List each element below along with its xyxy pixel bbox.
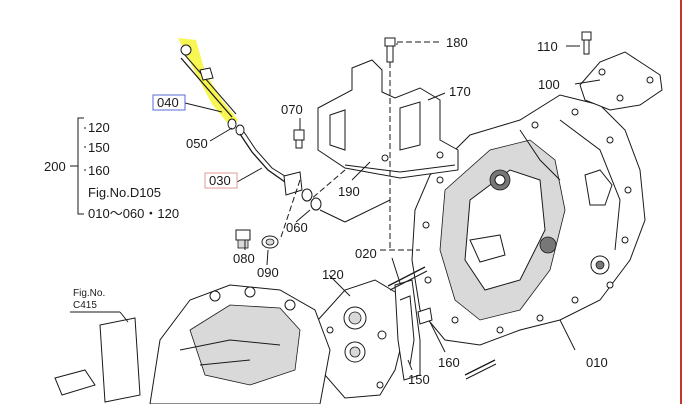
stud-bolt-160 bbox=[417, 307, 497, 380]
group-item-3: 160 bbox=[88, 163, 110, 178]
callout-020[interactable]: 020 bbox=[355, 246, 377, 261]
washers-050 bbox=[227, 118, 245, 136]
group-bracket-200 bbox=[70, 117, 86, 215]
callout-080[interactable]: 080 bbox=[233, 251, 255, 266]
callout-170[interactable]: 170 bbox=[449, 84, 471, 99]
callout-030[interactable]: 030 bbox=[209, 173, 231, 188]
highlight-box-040 bbox=[152, 94, 186, 111]
callout-110[interactable]: 110 bbox=[537, 39, 558, 54]
callout-160[interactable]: 160 bbox=[438, 355, 460, 370]
group-item-1: 120 bbox=[88, 120, 110, 135]
fig-ref-c415-line1: Fig.No. bbox=[73, 288, 105, 299]
gasket-150 bbox=[394, 279, 421, 381]
engine-block-fragment bbox=[54, 284, 331, 404]
callout-010[interactable]: 010 bbox=[586, 355, 608, 370]
group-item-2: 150 bbox=[88, 140, 110, 155]
callout-060[interactable]: 060 bbox=[286, 220, 308, 235]
bracket-170-190 bbox=[317, 59, 459, 179]
highlight-box-030 bbox=[204, 172, 238, 189]
o-rings-060 bbox=[301, 188, 322, 211]
rod-030 bbox=[239, 131, 303, 196]
flange-housing-120 bbox=[315, 279, 406, 399]
callout-190[interactable]: 190 bbox=[338, 184, 360, 199]
fig-ref-c415-line2: C415 bbox=[73, 300, 97, 311]
callout-040[interactable]: 040 bbox=[157, 95, 179, 110]
cover-plate-100 bbox=[579, 51, 663, 111]
group-id-200: 200 bbox=[44, 159, 66, 174]
fig-ref-c415-box bbox=[70, 311, 129, 323]
plug-070 bbox=[293, 129, 305, 149]
group-fig-ref: Fig.No.D105 bbox=[88, 185, 161, 200]
callout-090[interactable]: 090 bbox=[257, 265, 279, 280]
callout-180[interactable]: 180 bbox=[446, 35, 468, 50]
bolt-110 bbox=[581, 31, 592, 55]
transmission-case-010 bbox=[411, 94, 646, 346]
callout-150[interactable]: 150 bbox=[408, 372, 430, 387]
callout-070[interactable]: 070 bbox=[281, 102, 303, 117]
callout-120[interactable]: 120 bbox=[322, 267, 344, 282]
stud-bolt-020 bbox=[387, 266, 428, 291]
bolt-180 bbox=[384, 37, 396, 63]
washer-090 bbox=[261, 235, 279, 249]
callout-050[interactable]: 050 bbox=[186, 136, 208, 151]
group-range: 010～060・120 bbox=[88, 206, 179, 221]
plug-080 bbox=[235, 229, 251, 249]
shift-rod-040 bbox=[178, 38, 238, 126]
callout-100[interactable]: 100 bbox=[538, 77, 560, 92]
